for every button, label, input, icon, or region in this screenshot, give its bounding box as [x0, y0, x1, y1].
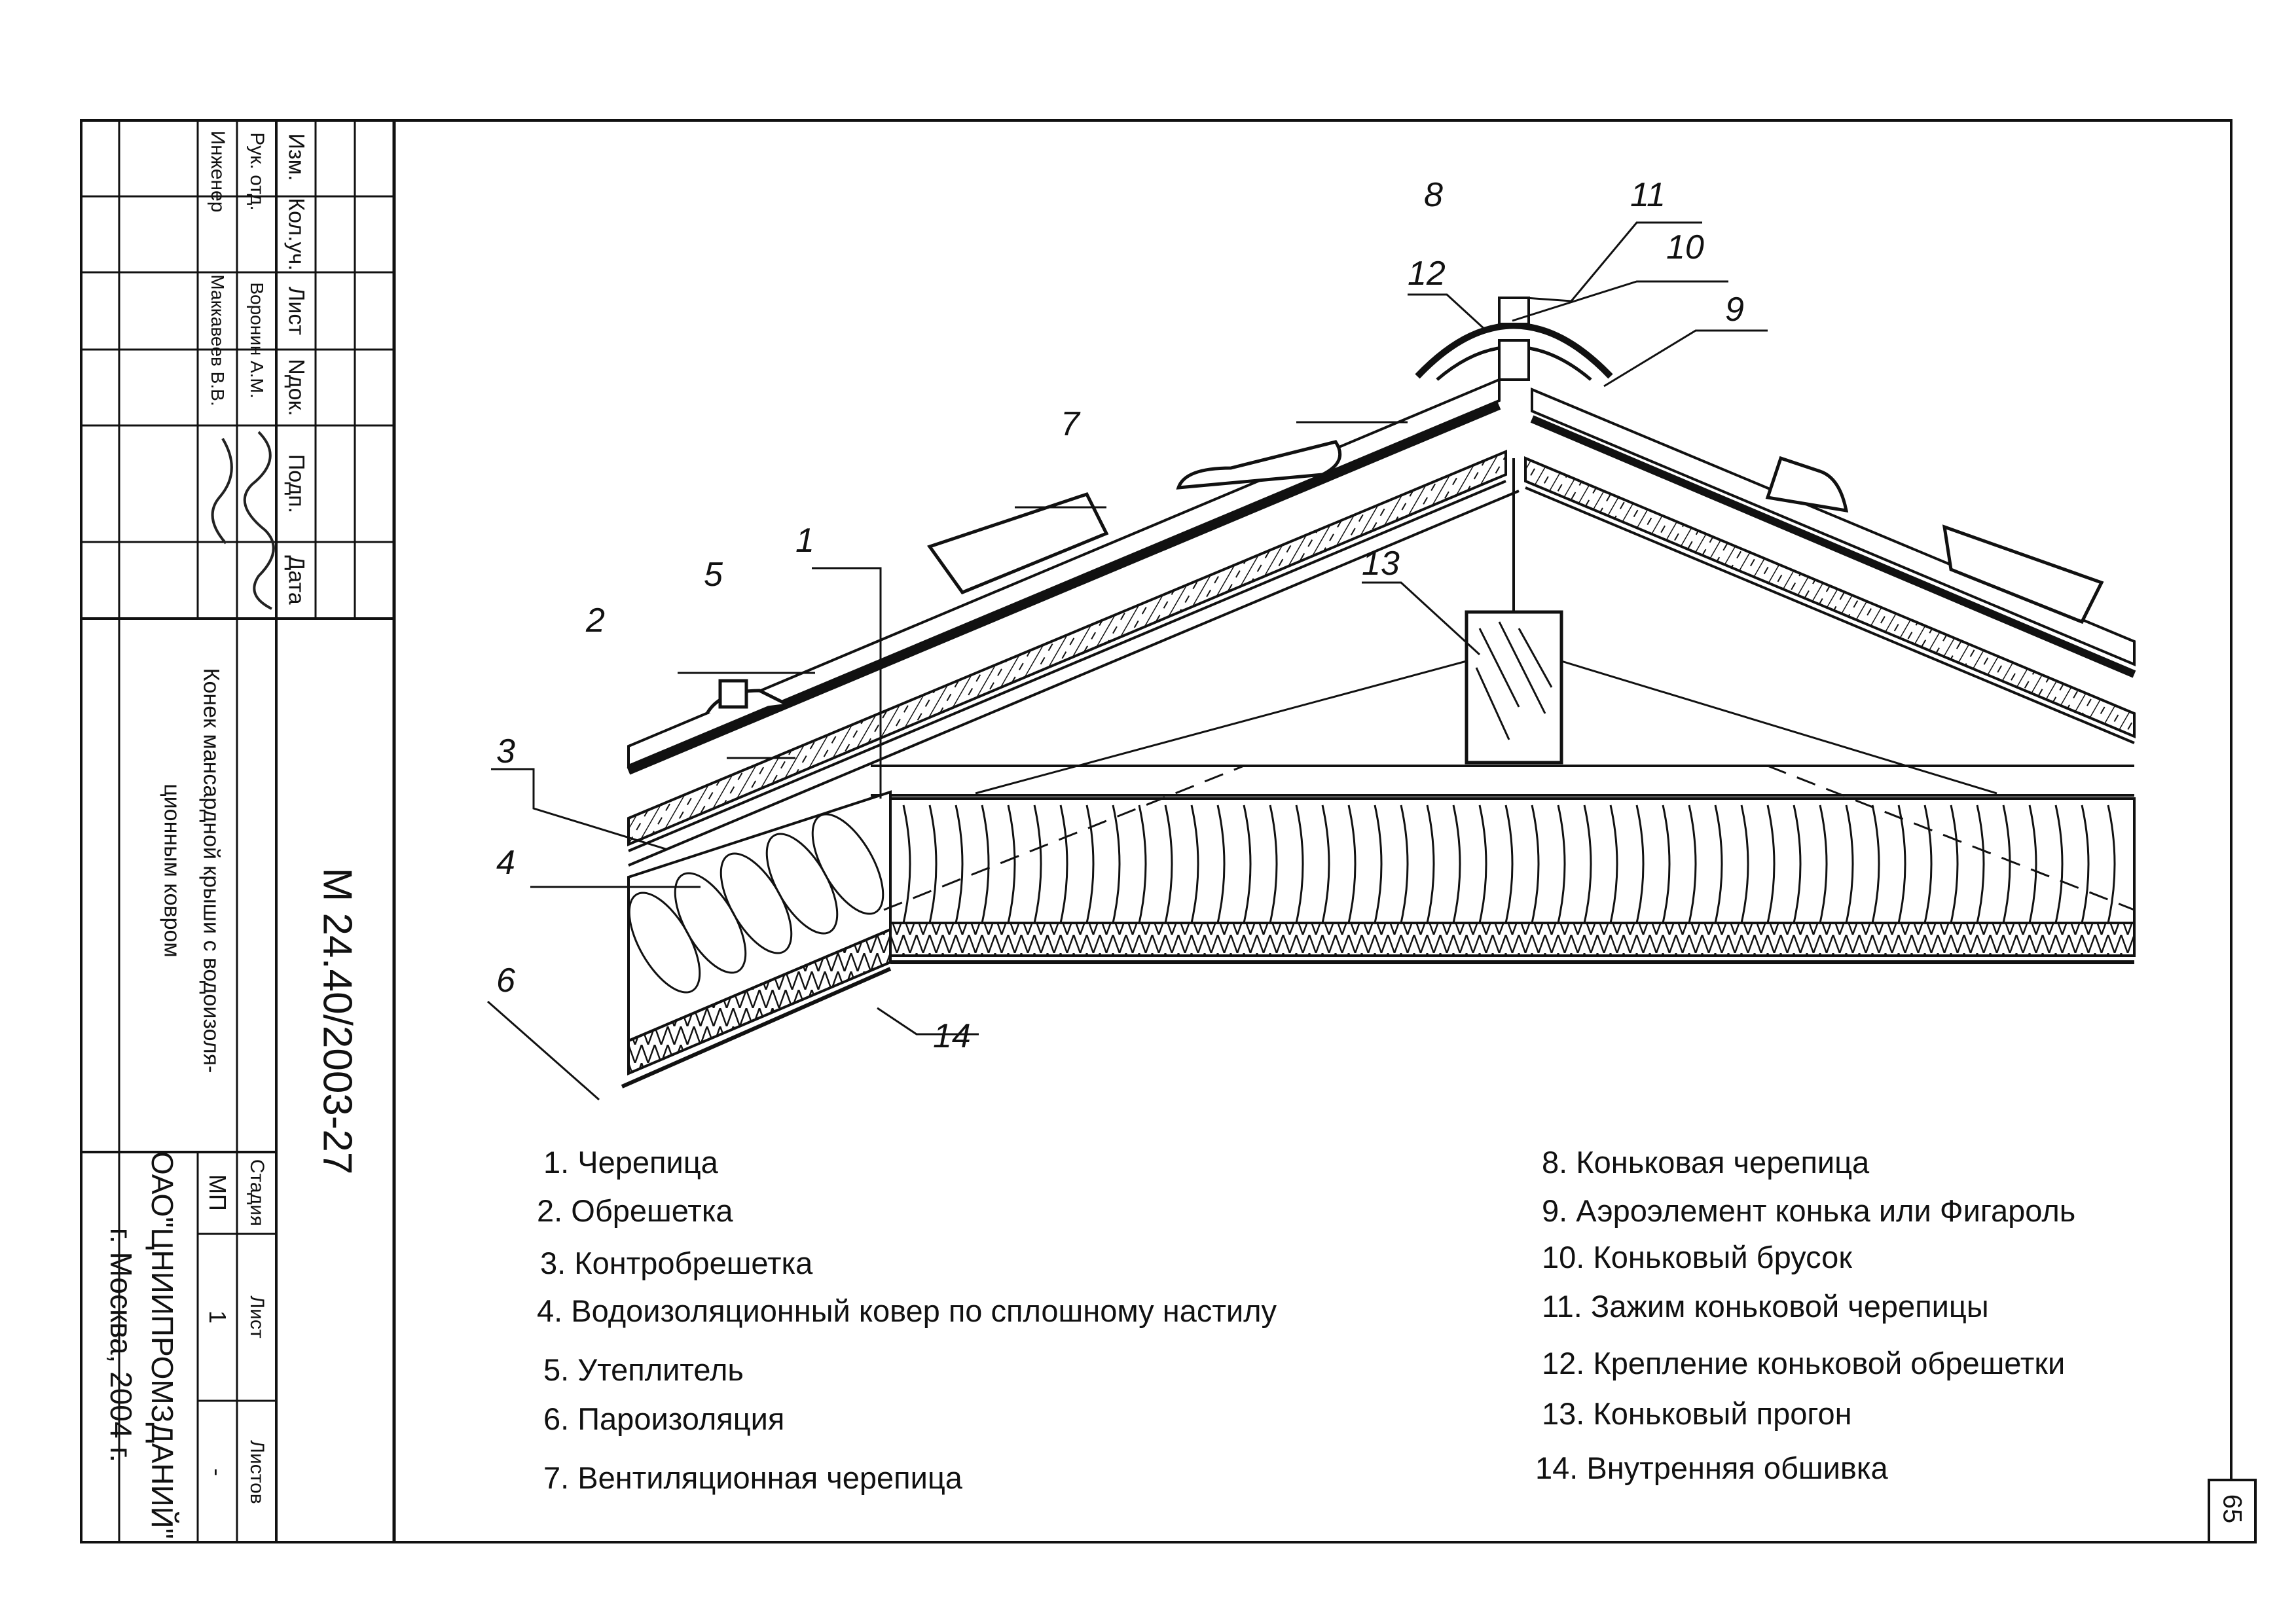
callout-13: 13 — [1362, 545, 1400, 583]
ridge-purlin — [1465, 610, 1563, 765]
legend-item-14: 14. Внутренняя обшивка — [1535, 1451, 1888, 1485]
name-voronin: Воронин А.М. — [247, 282, 267, 399]
legend-item-13: 13. Коньковый прогон — [1542, 1396, 1852, 1431]
name-makkaveev: Маккавеев В.В. — [208, 274, 228, 406]
header-ndok: Nдок. — [283, 359, 309, 416]
callout-5: 5 — [704, 556, 723, 594]
callout-7: 7 — [1061, 405, 1081, 443]
legend-item-2: 2. Обрешетка — [537, 1193, 733, 1228]
callout-1: 1 — [795, 522, 814, 560]
legend-item-5: 5. Утеплитель — [543, 1352, 744, 1387]
legend-item-7: 7. Вентиляционная черепица — [543, 1460, 962, 1495]
drawing-code: М 24.40/2003-27 — [314, 867, 360, 1175]
callout-14: 14 — [933, 1017, 971, 1055]
legend-item-6: 6. Пароизоляция — [543, 1401, 785, 1436]
drawing-frame — [80, 119, 2232, 1543]
legend-item-11: 11. Зажим коньковой черепицы — [1542, 1289, 1989, 1324]
legend-item-3: 3. Контробрешетка — [540, 1246, 813, 1280]
legend-item-10: 10. Коньковый брусок — [1542, 1240, 1852, 1274]
page-number-box — [2208, 1479, 2257, 1543]
stage-header: Стадия — [246, 1159, 268, 1227]
legend-item-4: 4. Водоизоляционный ковер по сплошному н… — [537, 1293, 1277, 1328]
signature-marks — [211, 431, 275, 610]
page-number: 65 — [2217, 1494, 2247, 1524]
org-line2: г. Москва, 2004 г. — [104, 1227, 138, 1463]
drawing-title-line1: Конек мансардной крыши с водоизоля- — [198, 668, 224, 1074]
legend-item-8: 8. Коньковая черепица — [1542, 1145, 1870, 1180]
callout-9: 9 — [1725, 291, 1744, 329]
callout-6: 6 — [496, 962, 515, 1000]
callout-12: 12 — [1408, 255, 1446, 293]
header-list: Лист — [283, 287, 309, 335]
batten-layer — [627, 449, 1507, 847]
callout-leaders — [487, 221, 1768, 1101]
org-line1: ОАО"ЦНИИПРОМЗДАНИЙ" — [145, 1151, 179, 1540]
title-block — [80, 119, 396, 1543]
stage-value: МП — [204, 1174, 231, 1211]
legend-item-1: 1. Черепица — [543, 1145, 718, 1180]
callout-10: 10 — [1666, 228, 1704, 266]
legend-item-12: 12. Крепление коньковой обрешетки — [1542, 1346, 2066, 1380]
header-izm: Изм. — [283, 133, 309, 181]
sheets-header: Листов — [246, 1440, 268, 1504]
callout-3: 3 — [496, 732, 515, 770]
sheet-value: 1 — [204, 1310, 231, 1324]
role-head-dept: Рук. отд. — [246, 132, 268, 211]
legend-item-9: 9. Аэроэлемент конька или Фигароль — [1542, 1193, 2076, 1228]
callout-8: 8 — [1424, 176, 1443, 214]
role-engineer: Инженер — [207, 130, 228, 213]
roof-section — [621, 297, 2136, 1089]
callout-4: 4 — [496, 844, 515, 882]
ridge-tile — [1415, 322, 1613, 379]
header-kol-uch: Кол.уч. — [283, 198, 309, 271]
drawing-title-line2: ционным ковром — [159, 784, 185, 958]
sheet-header: Лист — [246, 1295, 268, 1339]
sheets-value: - — [204, 1468, 231, 1476]
callout-2: 2 — [585, 602, 605, 640]
callout-11: 11 — [1630, 176, 1666, 214]
